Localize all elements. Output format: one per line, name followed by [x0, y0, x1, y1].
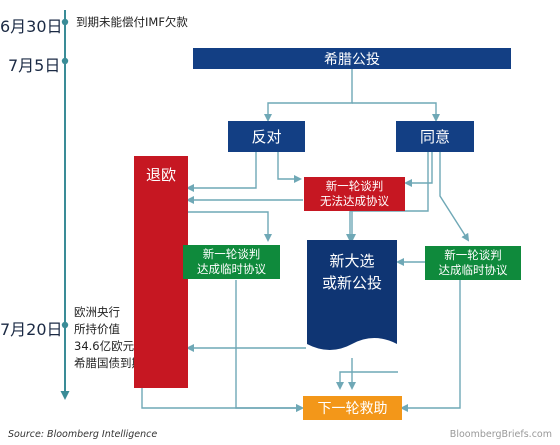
referendum-node: 希腊公投: [193, 48, 511, 69]
interim-deal-left-node: 新一轮谈判 达成临时协议: [183, 245, 280, 279]
agree-label: 同意: [419, 128, 450, 146]
source-note: Source: Bloomberg Intelligence: [8, 429, 158, 440]
interim-deal-left-line2: 达成临时协议: [197, 262, 266, 276]
note-ecb-bonds: 欧洲央行 所持价值 34.6亿欧元 希腊国债到期: [74, 304, 143, 372]
oppose-node: 反对: [228, 121, 305, 152]
election-line1: 新大选: [329, 252, 375, 270]
bailout-node: 下一轮救助: [303, 396, 402, 420]
date-jul20: 7月20日: [0, 320, 63, 339]
election-node: 新大选 或新公投: [307, 240, 397, 358]
date-jul5: 7月5日: [8, 56, 61, 75]
election-label: 新大选 或新公投: [307, 250, 397, 294]
interim-deal-right-line2: 达成临时协议: [438, 263, 508, 277]
brand-watermark: BloombergBriefs.com: [449, 429, 552, 440]
interim-deal-left-line1: 新一轮谈判: [202, 247, 261, 261]
no-deal-line2: 无法达成协议: [320, 194, 389, 208]
election-line2: 或新公投: [321, 274, 382, 292]
bailout-label: 下一轮救助: [317, 401, 388, 417]
no-deal-line1: 新一轮谈判: [325, 179, 384, 193]
election-shape: [307, 240, 397, 350]
no-deal-node: 新一轮谈判 无法达成协议: [304, 177, 405, 211]
note-line: 所持价值: [74, 322, 120, 336]
timeline-dot-jul5: [61, 57, 69, 65]
note-imf-default: 到期未能偿付IMF欠款: [76, 15, 188, 29]
note-line: 34.6亿欧元: [74, 339, 135, 353]
interim-deal-right-node: 新一轮谈判 达成临时协议: [425, 246, 521, 280]
timeline-dot-jun30: [61, 18, 69, 26]
timeline-dot-jul20: [61, 321, 69, 329]
grexit-label: 退欧: [145, 166, 176, 184]
note-line: 欧洲央行: [74, 305, 120, 319]
date-jun30: 6月30日: [0, 17, 63, 36]
interim-deal-right-line1: 新一轮谈判: [444, 248, 502, 262]
referendum-label: 希腊公投: [324, 51, 380, 68]
agree-node: 同意: [396, 121, 474, 152]
oppose-label: 反对: [251, 128, 282, 146]
grexit-node: 退欧: [134, 156, 188, 388]
note-line: 希腊国债到期: [74, 356, 143, 370]
